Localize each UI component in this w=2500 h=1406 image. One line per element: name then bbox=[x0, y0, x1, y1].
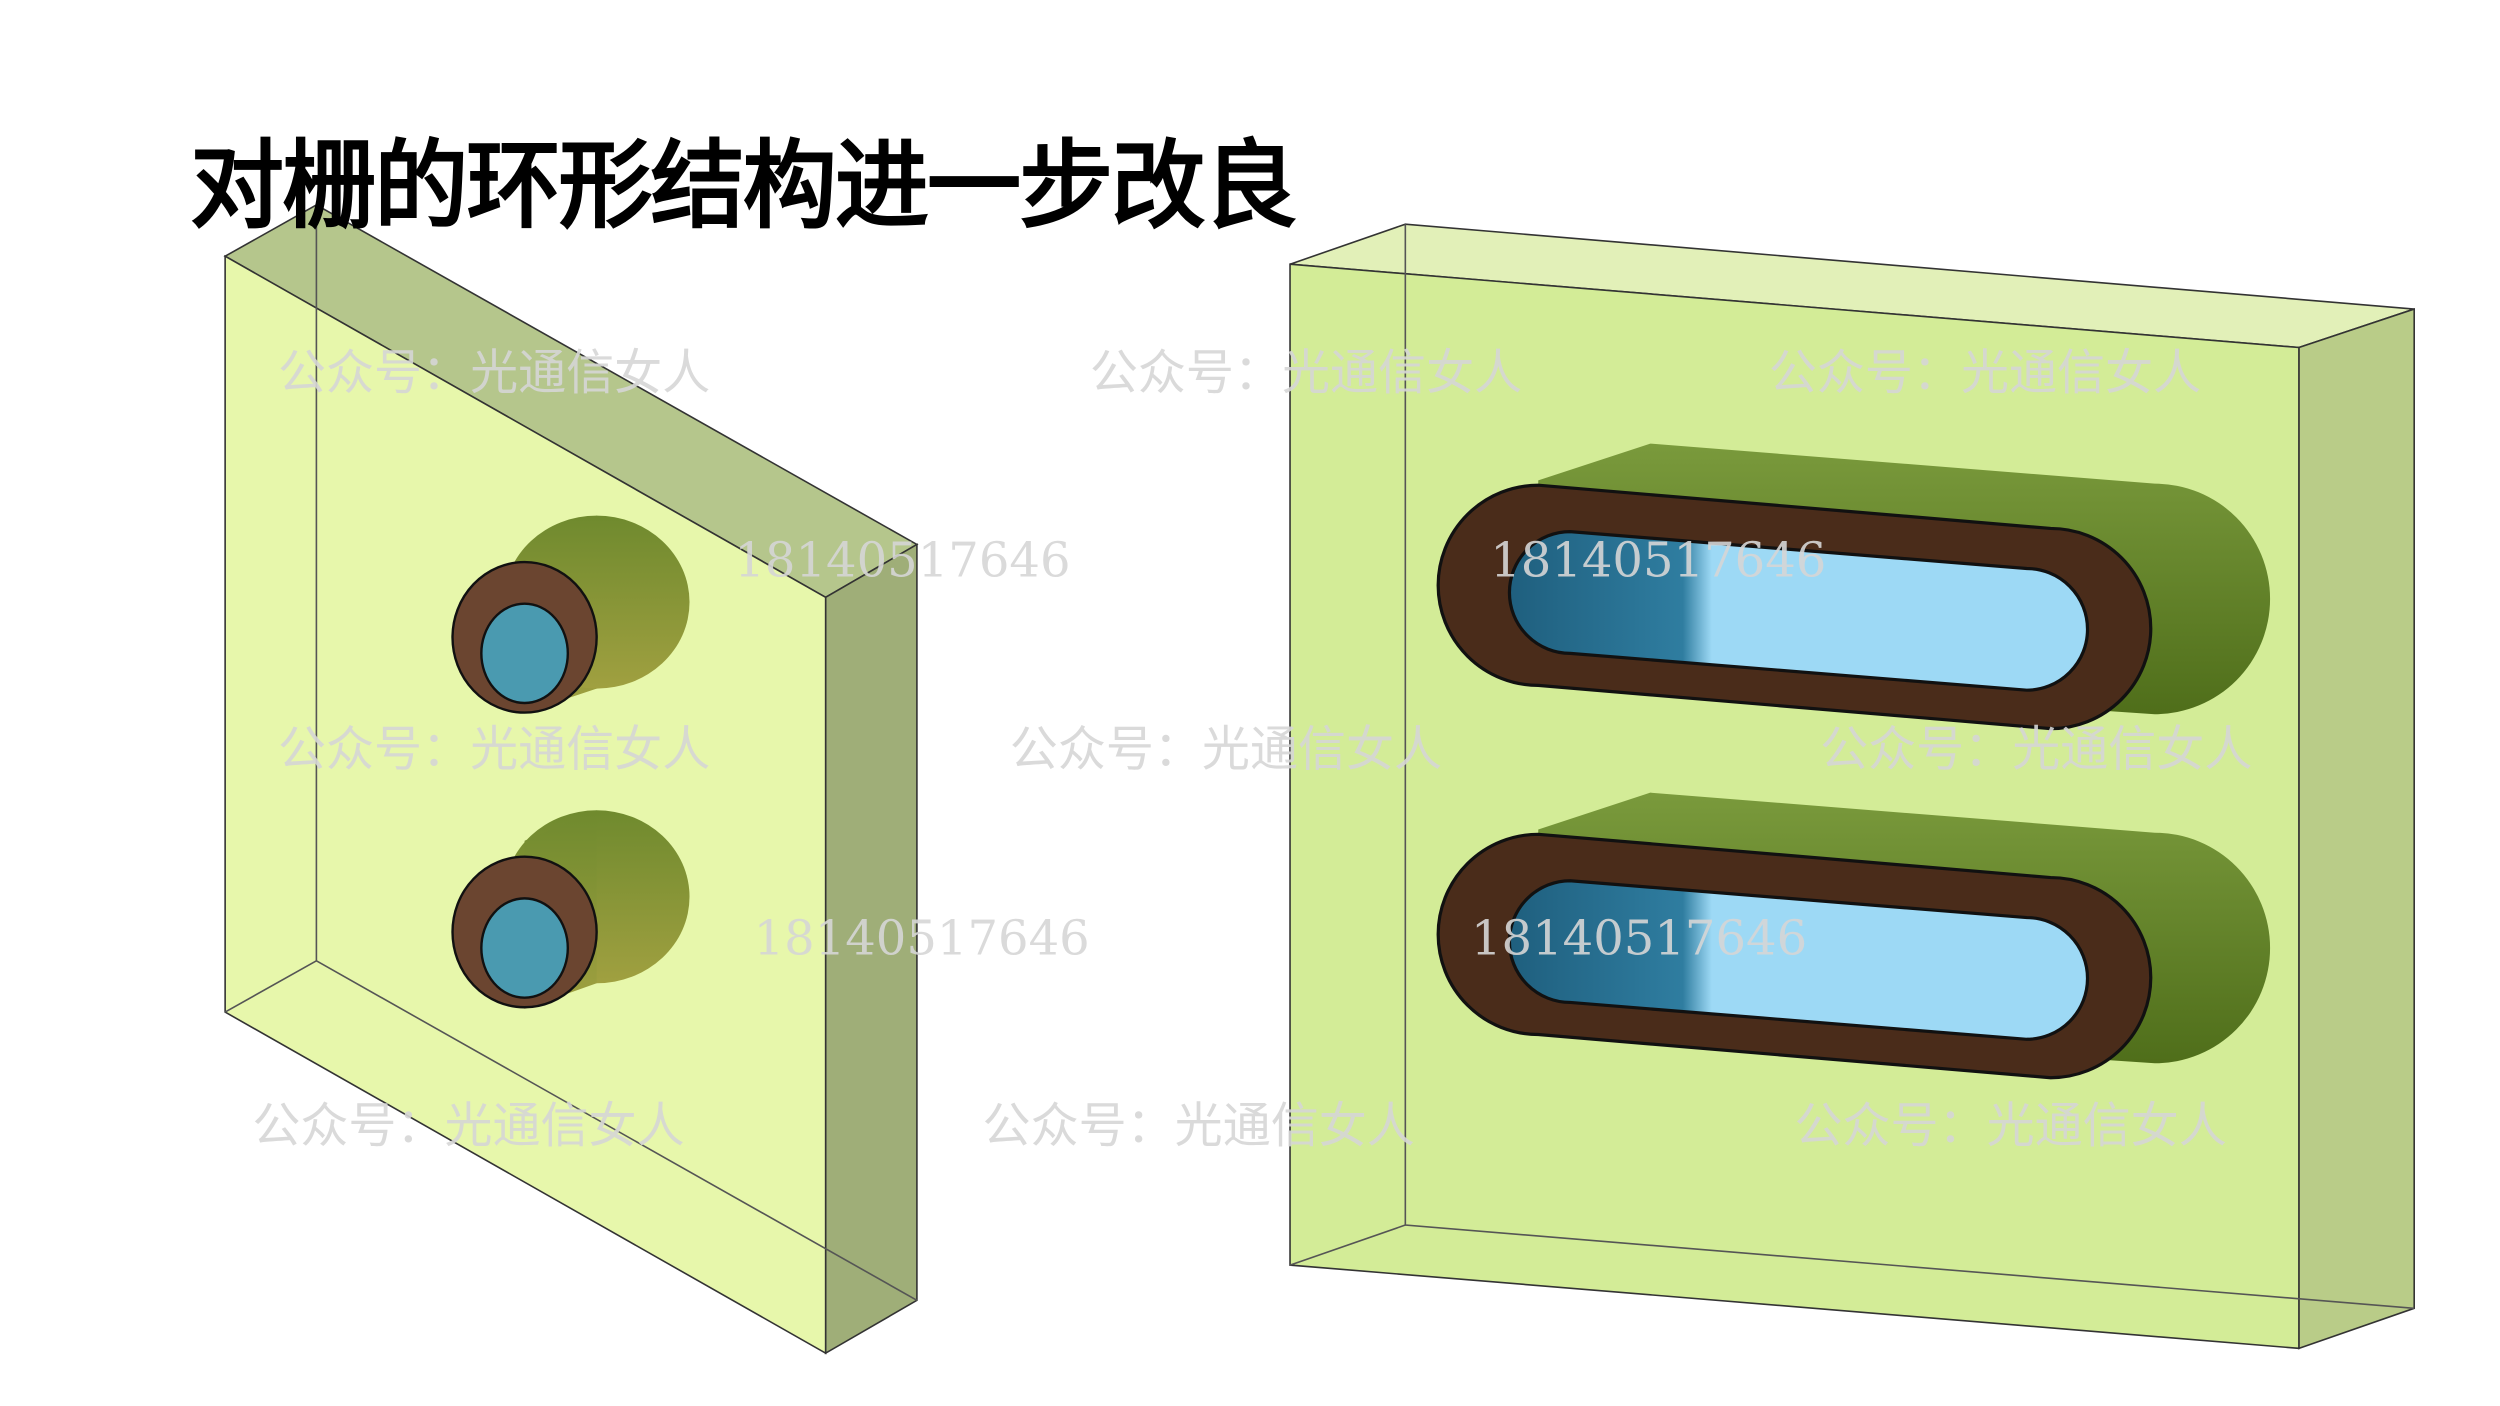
circular-ring-upper bbox=[451, 515, 690, 714]
watermark-account: 公众号：光通信女人 bbox=[278, 721, 710, 777]
circular-ring-lower bbox=[451, 810, 690, 1009]
watermark-account: 公众号：光通信女人 bbox=[1010, 721, 1442, 777]
watermark-phone: 18140517646 bbox=[754, 910, 1090, 966]
watermark-account: 公众号：光通信女人 bbox=[1769, 345, 2201, 401]
watermark-account: 公众号：光通信女人 bbox=[983, 1098, 1415, 1154]
watermarks: 公众号：光通信女人 公众号：光通信女人 公众号：光通信女人 公众号：光通信女人 … bbox=[252, 345, 2252, 1154]
watermark-account: 公众号：光通信女人 bbox=[1794, 1098, 2226, 1154]
watermark-account: 公众号：光通信女人 bbox=[278, 345, 710, 401]
stadium-ring-lower bbox=[1436, 792, 2271, 1080]
left-gate-block bbox=[223, 204, 919, 1355]
watermark-account: 公众号：光通信女人 bbox=[1090, 345, 1522, 401]
watermark-account: 公众号：光通信女人 bbox=[252, 1098, 684, 1154]
right-gate-block bbox=[1289, 223, 2415, 1350]
watermark-account: 公众号：光通信女人 bbox=[1820, 721, 2252, 777]
watermark-phone: 18140517646 bbox=[1490, 532, 1826, 588]
stadium-ring-upper bbox=[1436, 443, 2271, 731]
slide-title: 对栅的环形结构进一步改良 bbox=[190, 130, 1297, 242]
watermark-phone: 18140517646 bbox=[734, 532, 1070, 588]
watermark-phone: 18140517646 bbox=[1471, 910, 1807, 966]
